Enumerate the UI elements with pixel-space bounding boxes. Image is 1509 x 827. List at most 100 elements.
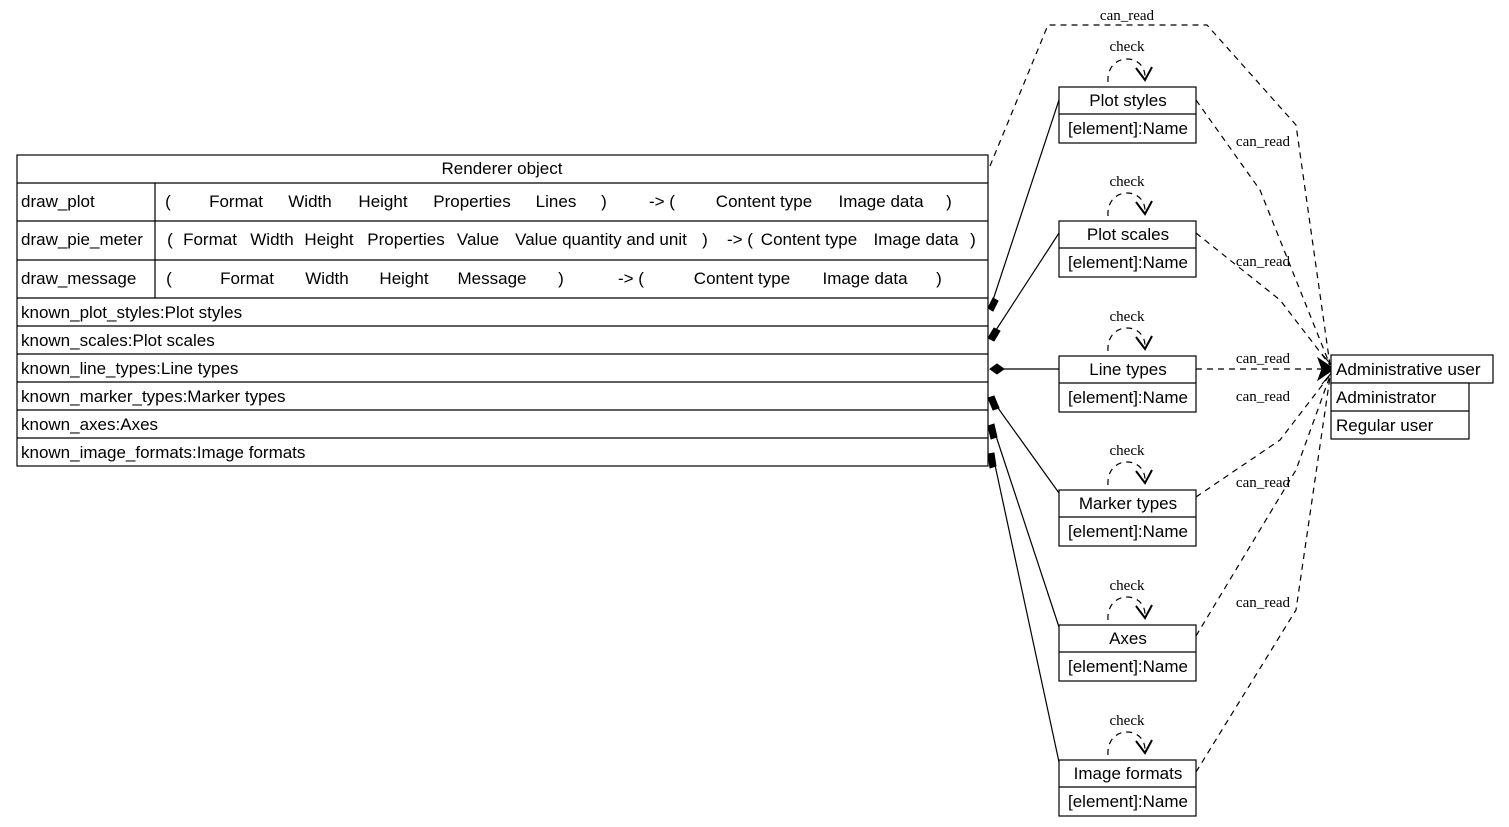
signature-token: ) bbox=[946, 192, 952, 211]
edge-label: can_read bbox=[1236, 389, 1291, 405]
enum-field: [element]:Name bbox=[1068, 388, 1188, 407]
edge-label: can_read bbox=[1236, 134, 1291, 150]
arrow-head-icon bbox=[1316, 356, 1335, 382]
check-label: check bbox=[1110, 174, 1145, 190]
attribute-known-scales: known_scales:Plot scales bbox=[21, 331, 215, 350]
param: Width bbox=[250, 230, 293, 249]
enum-field: [element]:Name bbox=[1068, 657, 1188, 676]
role-regular-user: Regular user bbox=[1336, 416, 1434, 435]
enum-image-formats: Image formats [element]:Name check bbox=[1058, 713, 1197, 817]
param: Properties bbox=[433, 192, 510, 211]
renderer-object-class: Renderer object draw_plot ( Format Width… bbox=[16, 154, 989, 467]
signature-token: ) bbox=[936, 269, 942, 288]
enum-field: [element]:Name bbox=[1068, 253, 1188, 272]
enum-title: Image formats bbox=[1074, 764, 1183, 783]
return-value: Image data bbox=[822, 269, 908, 288]
param: Height bbox=[379, 269, 428, 288]
enum-title: Plot styles bbox=[1089, 91, 1166, 110]
arrow-head-icon bbox=[1135, 66, 1153, 82]
attribute-known-axes: known_axes:Axes bbox=[21, 415, 158, 434]
enum-title: Marker types bbox=[1079, 494, 1177, 513]
composition-diamond bbox=[987, 452, 997, 469]
enum-title: Plot scales bbox=[1087, 225, 1169, 244]
signature-token: -> ( bbox=[649, 192, 675, 211]
edge-label: can_read bbox=[1236, 595, 1291, 611]
composition-diamond bbox=[987, 423, 998, 440]
signature-token: ( bbox=[166, 269, 172, 288]
role-administrator: Administrator bbox=[1336, 388, 1436, 407]
edge-marker-types-can-read bbox=[1195, 374, 1331, 498]
can-read-edges: can_read can_read can_read can_read can_… bbox=[989, 8, 1335, 773]
return-value: Content type bbox=[761, 230, 857, 249]
param: Properties bbox=[367, 230, 444, 249]
arrow-head-icon bbox=[1135, 200, 1153, 216]
enum-marker-types: Marker types [element]:Name check bbox=[1058, 443, 1197, 547]
enum-axes: Axes [element]:Name check bbox=[1058, 578, 1197, 682]
edge-plot-scales-can-read bbox=[1195, 232, 1331, 366]
param: Width bbox=[305, 269, 348, 288]
edge-plot-styles bbox=[992, 99, 1060, 301]
param: Value bbox=[457, 230, 499, 249]
param: Format bbox=[220, 269, 274, 288]
attribute-known-plot-styles: known_plot_styles:Plot styles bbox=[21, 303, 242, 322]
return-value: Image data bbox=[873, 230, 959, 249]
attribute-known-marker-types: known_marker_types:Marker types bbox=[21, 387, 286, 406]
return-value: Content type bbox=[694, 269, 790, 288]
composition-edges bbox=[987, 99, 1060, 763]
administrative-user-class: Administrative user Administrator Regula… bbox=[1330, 354, 1494, 440]
check-label: check bbox=[1110, 578, 1145, 594]
enum-plot-styles: Plot styles [element]:Name check bbox=[1058, 39, 1197, 144]
composition-diamond bbox=[987, 395, 1000, 411]
user-title: Administrative user bbox=[1336, 360, 1481, 379]
enum-title: Line types bbox=[1089, 360, 1167, 379]
edge-image-formats bbox=[994, 464, 1060, 763]
renderer-object-title: Renderer object bbox=[442, 159, 563, 178]
check-loop bbox=[1107, 58, 1146, 83]
signature-token: -> ( bbox=[618, 269, 644, 288]
method-name: draw_plot bbox=[21, 192, 95, 211]
check-loop bbox=[1107, 731, 1146, 756]
enum-field: [element]:Name bbox=[1068, 792, 1188, 811]
attribute-known-line-types: known_line_types:Line types bbox=[21, 359, 238, 378]
edge-label: can_read bbox=[1100, 8, 1155, 24]
edge-renderer-can-read bbox=[989, 24, 1331, 366]
check-loop bbox=[1107, 327, 1146, 352]
composition-diamond bbox=[987, 297, 999, 312]
param: Height bbox=[304, 230, 353, 249]
signature-token: ( bbox=[167, 230, 173, 249]
edge-plot-styles-can-read bbox=[1195, 99, 1331, 366]
return-value: Image data bbox=[838, 192, 924, 211]
renderer-object-frame bbox=[16, 154, 989, 467]
attribute-known-image-formats: known_image_formats:Image formats bbox=[21, 443, 305, 462]
param: Value quantity and unit bbox=[515, 230, 687, 249]
edge-label: can_read bbox=[1236, 351, 1291, 367]
param: Message bbox=[458, 269, 527, 288]
signature-token: ( bbox=[165, 192, 171, 211]
param: Lines bbox=[536, 192, 577, 211]
enum-field: [element]:Name bbox=[1068, 522, 1188, 541]
method-name: draw_message bbox=[21, 269, 136, 288]
check-label: check bbox=[1110, 713, 1145, 729]
edge-image-formats-can-read bbox=[1195, 376, 1331, 773]
check-label: check bbox=[1110, 443, 1145, 459]
arrow-head-icon bbox=[1135, 469, 1153, 485]
arrow-head-icon bbox=[1135, 335, 1153, 351]
enum-plot-scales: Plot scales [element]:Name check bbox=[1058, 174, 1197, 278]
arrow-head-icon bbox=[1135, 604, 1153, 620]
signature-token: ) bbox=[601, 192, 607, 211]
param: Width bbox=[288, 192, 331, 211]
arrow-head-icon bbox=[1135, 739, 1153, 755]
composition-diamond bbox=[989, 363, 1005, 375]
edge-label: can_read bbox=[1236, 475, 1291, 491]
check-label: check bbox=[1110, 309, 1145, 325]
check-label: check bbox=[1110, 39, 1145, 55]
edge-plot-scales bbox=[995, 232, 1060, 331]
method-name: draw_pie_meter bbox=[21, 230, 143, 249]
signature-token: ) bbox=[702, 230, 708, 249]
user-title-box bbox=[1330, 354, 1494, 384]
enum-line-types: Line types [element]:Name check bbox=[1058, 309, 1197, 413]
signature-token: ) bbox=[970, 230, 976, 249]
composition-diamond bbox=[987, 327, 1001, 342]
enum-title: Axes bbox=[1109, 629, 1147, 648]
